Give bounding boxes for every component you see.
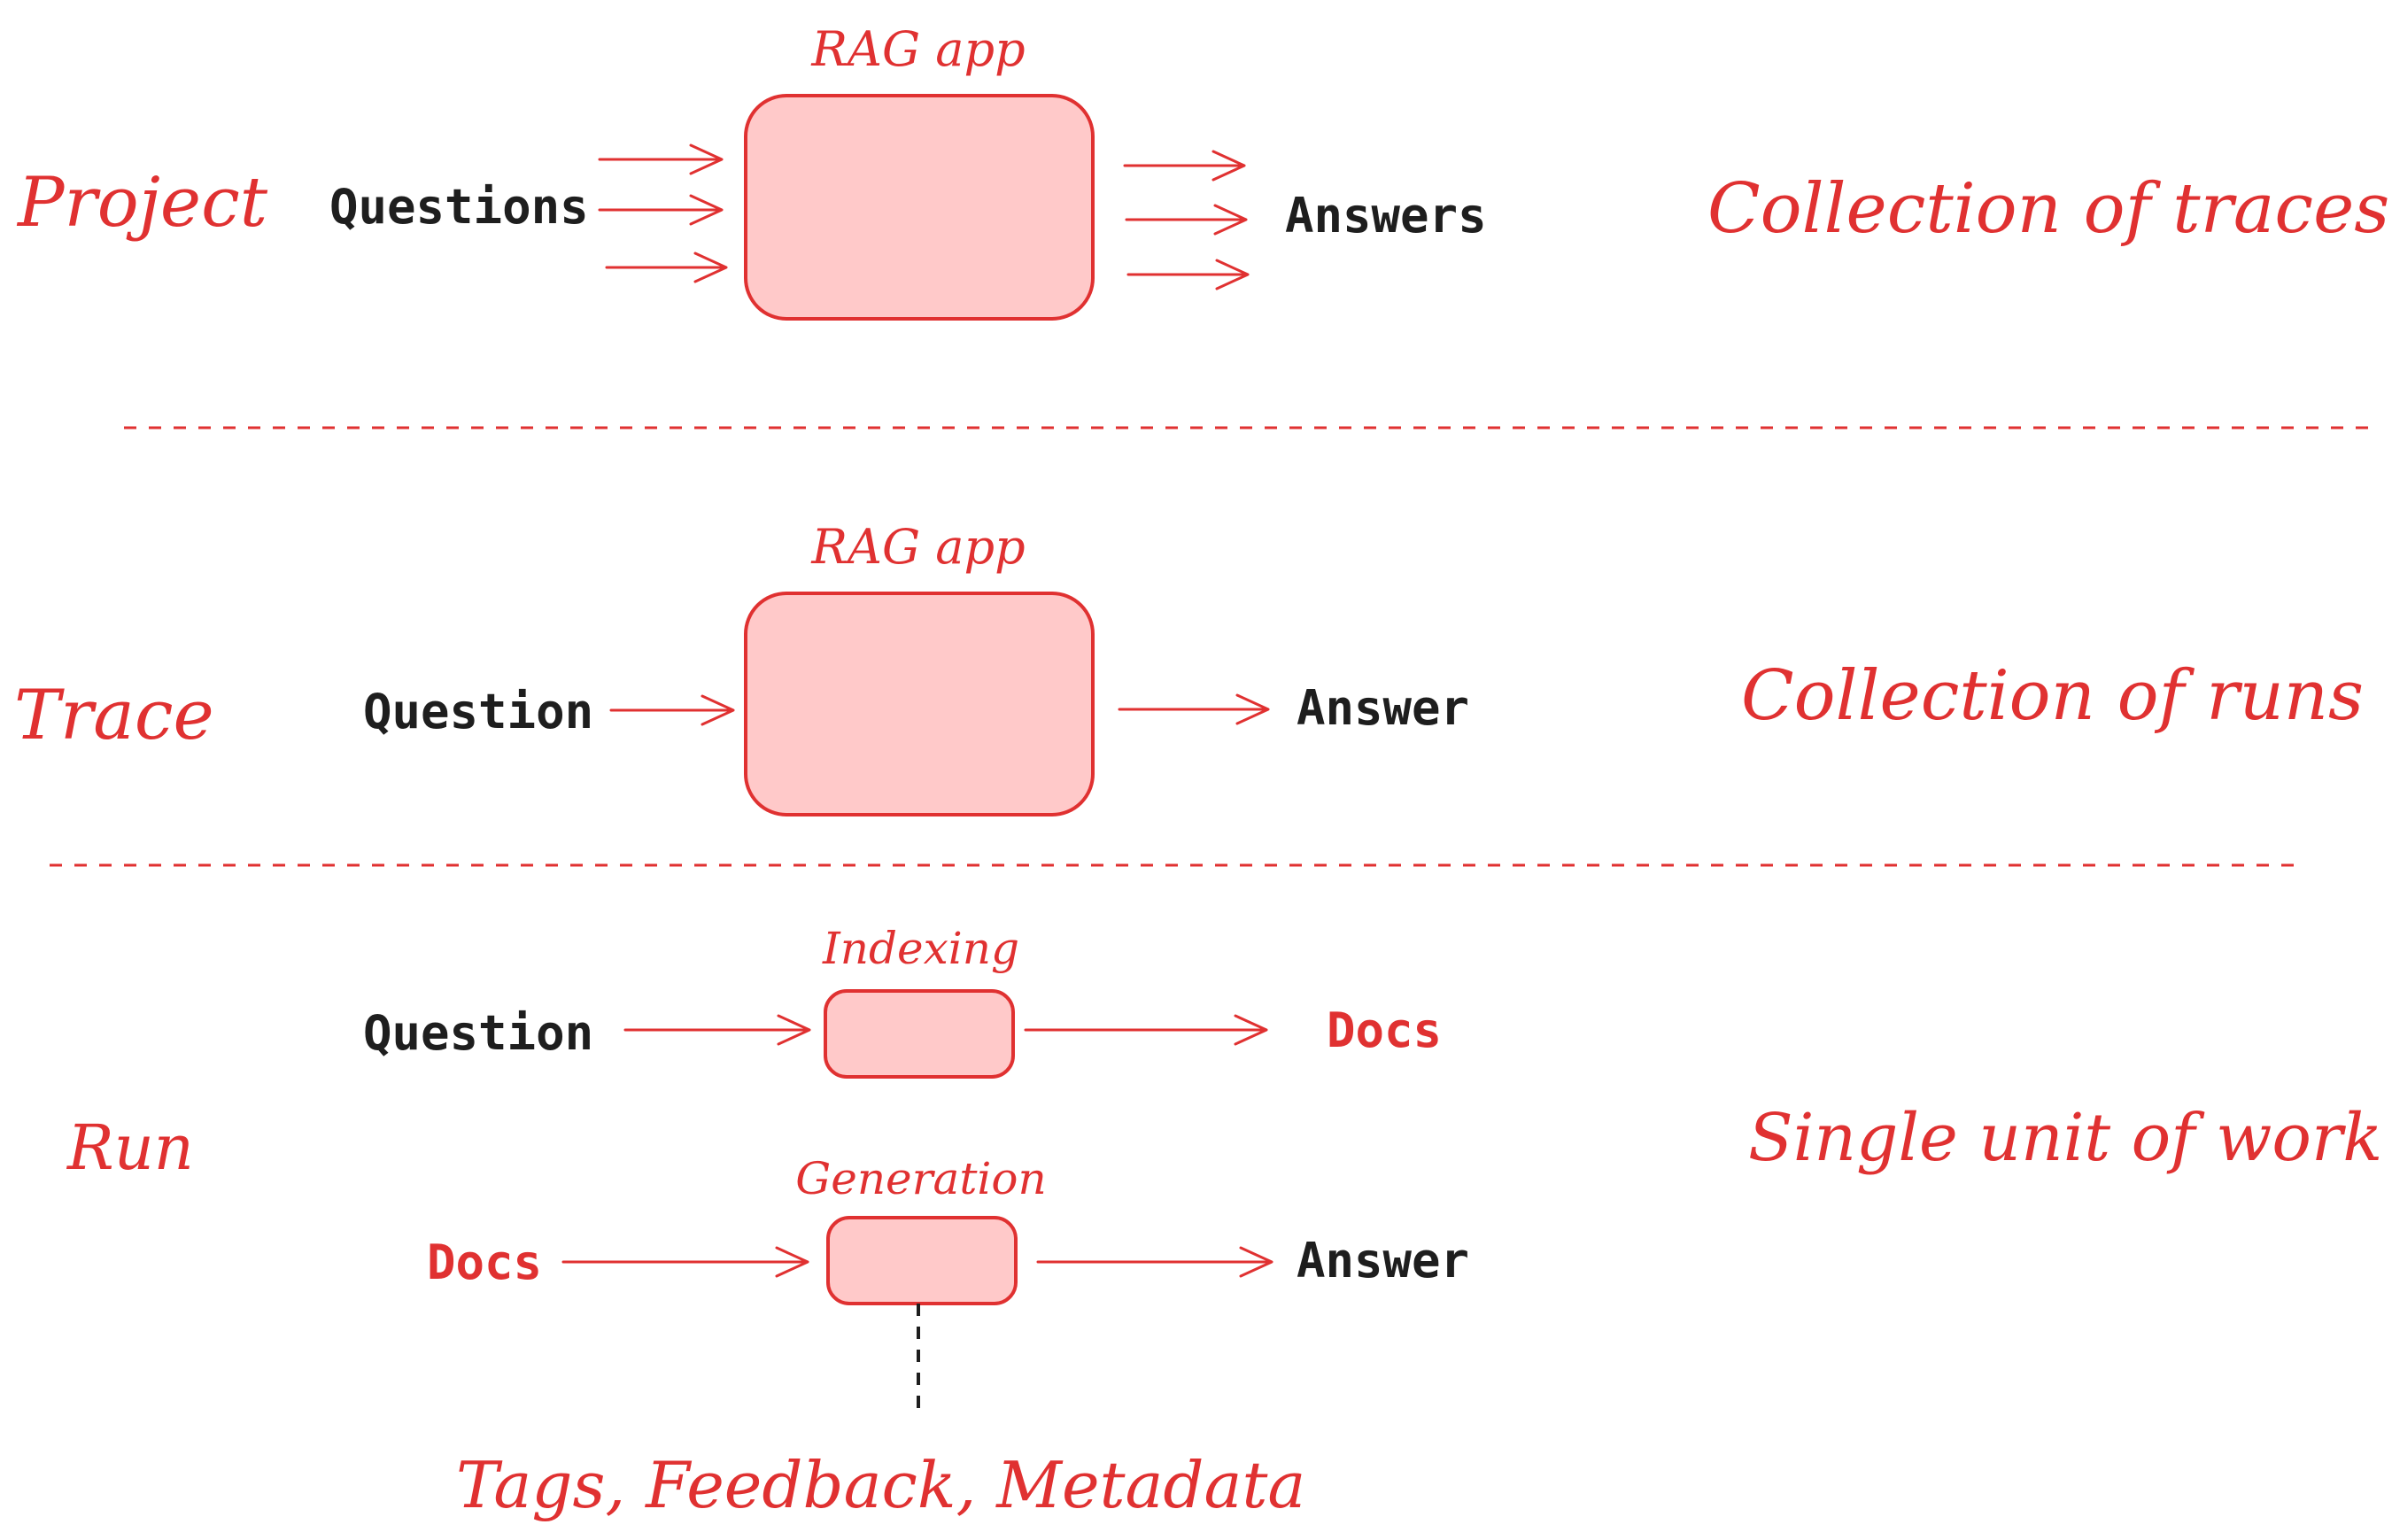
project-input-label: Questions xyxy=(329,179,589,235)
project-output-label: Answers xyxy=(1285,188,1487,244)
generation-output-label: Answer xyxy=(1297,1233,1469,1288)
project-input-arrows xyxy=(598,143,728,283)
generation-input-arrow xyxy=(561,1246,809,1278)
project-output-arrows xyxy=(1123,150,1250,290)
indexing-input-arrow xyxy=(623,1014,811,1046)
indexing-output-label: Docs xyxy=(1327,1002,1442,1058)
annotations-label: Tags, Feedback, Metadata xyxy=(456,1448,1305,1522)
trace-app-label: RAG app xyxy=(810,519,1025,575)
project-section: Project Questions RAG app Answers Collec… xyxy=(16,21,2389,321)
trace-level-label: Trace xyxy=(14,676,214,755)
run-level-label: Run xyxy=(66,1111,194,1184)
project-rag-app-box xyxy=(744,94,1095,321)
trace-input-arrow xyxy=(609,694,735,726)
run-section: Run Question Indexing Docs Docs Generati… xyxy=(66,923,2382,1522)
generation-run: Docs Generation Answer Tags, Feedback, M… xyxy=(427,1153,1469,1522)
project-app-label: RAG app xyxy=(810,21,1025,77)
trace-output-arrow xyxy=(1118,693,1270,725)
trace-output-label: Answer xyxy=(1297,680,1469,736)
indexing-run: Question Indexing Docs xyxy=(363,923,1442,1079)
generation-input-label: Docs xyxy=(427,1234,542,1290)
generation-box xyxy=(826,1216,1018,1305)
trace-input-label: Question xyxy=(363,684,593,739)
indexing-box xyxy=(824,989,1015,1079)
project-level-label: Project xyxy=(16,163,268,243)
indexing-input-label: Question xyxy=(363,1005,593,1061)
indexing-output-arrow xyxy=(1024,1014,1268,1046)
generation-output-arrow xyxy=(1036,1246,1273,1278)
trace-rag-app-box xyxy=(744,592,1095,816)
project-description: Collection of traces xyxy=(1707,169,2389,249)
trace-description: Collection of runs xyxy=(1741,656,2364,736)
indexing-label: Indexing xyxy=(822,923,1019,974)
trace-section: Trace Question RAG app Answer Collection… xyxy=(14,519,2364,816)
generation-label: Generation xyxy=(795,1153,1046,1204)
run-description: Single unit of work xyxy=(1748,1100,2382,1176)
